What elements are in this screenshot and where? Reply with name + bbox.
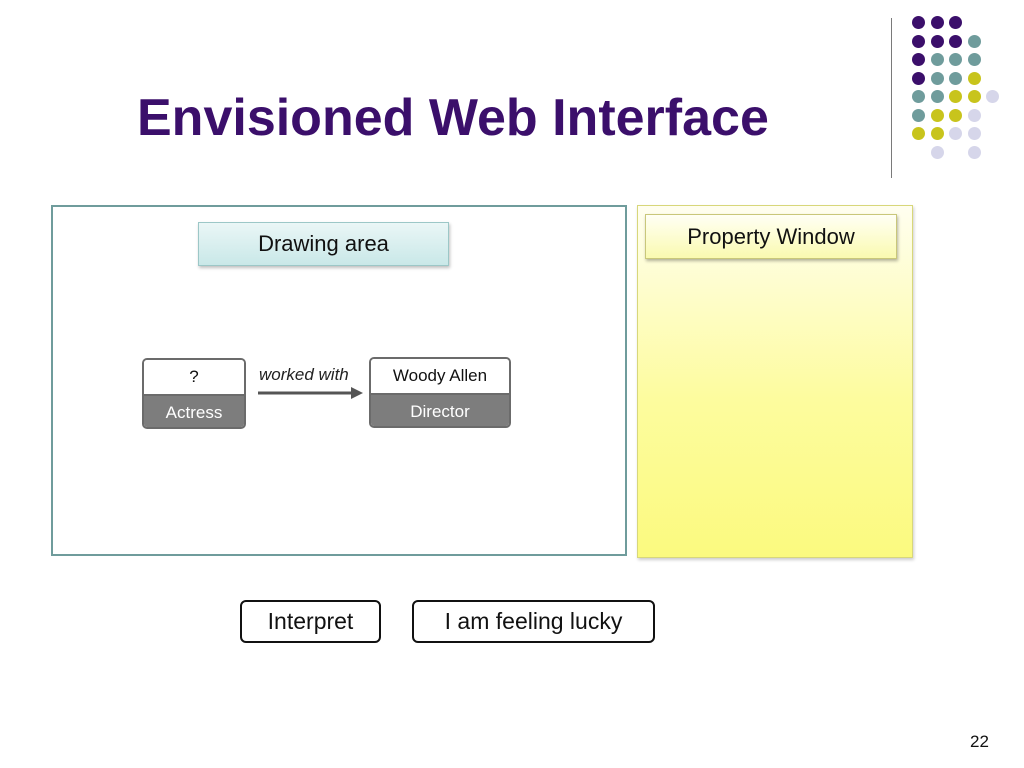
decorative-dot (967, 145, 981, 159)
node-director-type: Director (371, 393, 509, 426)
node-director-value: Woody Allen (371, 359, 509, 393)
decorative-dot (912, 127, 925, 140)
decorative-dot (930, 108, 944, 122)
decorative-dot (967, 53, 981, 66)
decorative-dot (912, 71, 925, 85)
edge-label: worked with (259, 365, 349, 384)
decorative-dot (930, 16, 944, 29)
decorative-dot (949, 71, 962, 85)
decorative-dot (930, 127, 944, 140)
feeling-lucky-button[interactable]: I am feeling lucky (412, 600, 655, 643)
decorative-dot (912, 53, 925, 66)
page-number: 22 (970, 732, 989, 751)
decorative-dot (912, 108, 925, 122)
node-director[interactable]: Woody Allen Director (369, 357, 511, 428)
decorative-dot (986, 90, 999, 103)
decorative-dot (949, 108, 962, 122)
decorative-dot (912, 90, 925, 103)
slide-title: Envisioned Web Interface (137, 89, 769, 147)
decorative-dot (967, 108, 981, 122)
decorative-dot (930, 145, 944, 159)
decorative-dot (967, 71, 981, 85)
decorative-dot (967, 34, 981, 48)
property-window-label: Property Window (645, 214, 897, 259)
decorative-dot (949, 90, 962, 103)
decorative-divider (891, 18, 892, 178)
decorative-dot (949, 16, 962, 29)
decorative-dot (967, 127, 981, 140)
edge-arrow (258, 387, 363, 399)
decorative-dot (912, 34, 925, 48)
decorative-dot (949, 53, 962, 66)
node-actress-value: ? (144, 360, 244, 394)
decorative-dot (949, 34, 962, 48)
decorative-dot (930, 71, 944, 85)
drawing-area-label: Drawing area (198, 222, 449, 266)
decorative-dot (967, 90, 981, 103)
decorative-dot (930, 34, 944, 48)
node-actress[interactable]: ? Actress (142, 358, 246, 429)
decorative-dot (930, 90, 944, 103)
decorative-dot (912, 16, 925, 29)
property-window-panel[interactable] (637, 205, 913, 558)
interpret-button[interactable]: Interpret (240, 600, 381, 643)
node-actress-type: Actress (144, 394, 244, 427)
decorative-dot (930, 53, 944, 66)
decorative-dot (949, 127, 962, 140)
